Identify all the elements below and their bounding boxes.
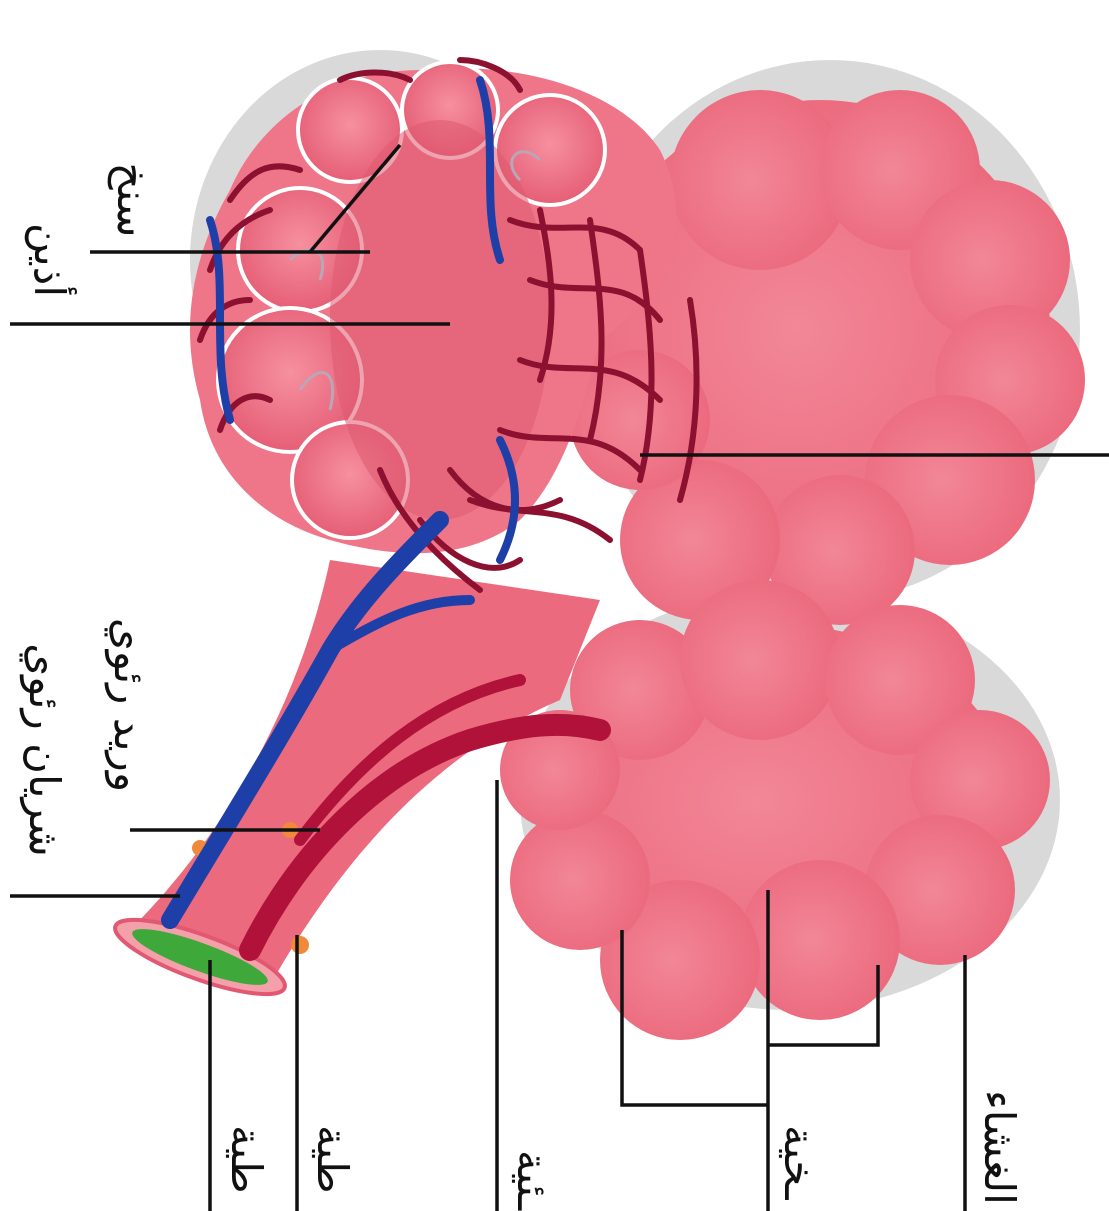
label-membrane: الغشاء [975,1090,1024,1205]
label-sinus: سنخ [107,163,157,238]
label-fragment-1: ـخية [775,1125,824,1200]
lower-alveolar-cluster [500,580,1050,1040]
label-fragment-4: ـئية [508,1150,557,1211]
label-fragment-2: طية [308,1125,357,1194]
label-pulmonary-vein: وريد رئوي [105,618,154,792]
label-pulmonary-artery: شريان رئوي [20,643,69,857]
label-fragment-3: طية [222,1125,271,1194]
label-atrium: أذين [25,223,77,297]
